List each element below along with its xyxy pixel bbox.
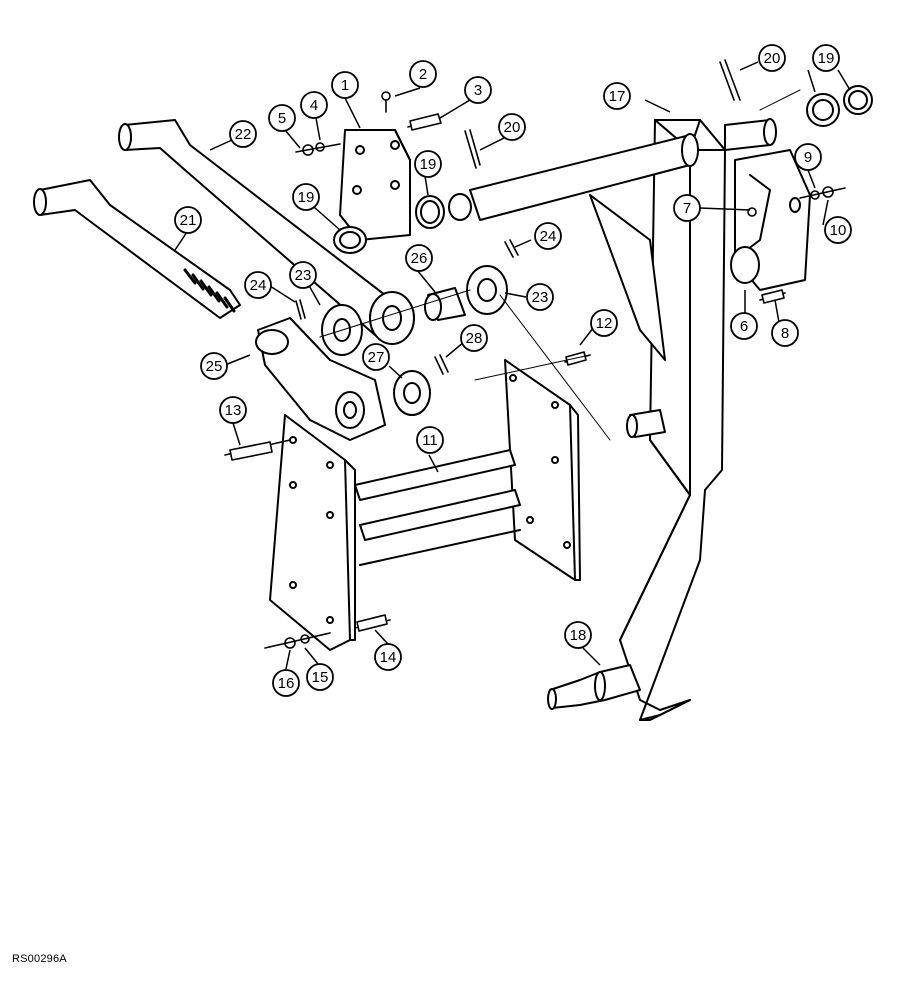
callout-28: 28: [460, 324, 488, 352]
svg-text:18: 18: [570, 627, 587, 644]
svg-text:15: 15: [312, 669, 329, 686]
callout-12: 12: [590, 309, 618, 337]
spindle-stub-part-18: [547, 664, 641, 710]
svg-text:25: 25: [206, 358, 223, 375]
svg-text:9: 9: [804, 149, 812, 166]
svg-text:19: 19: [298, 189, 315, 206]
svg-text:13: 13: [225, 402, 242, 419]
callout-25: 25: [200, 352, 228, 380]
callout-13: 13: [219, 396, 247, 424]
callout-26: 26: [405, 244, 433, 272]
callout-19-left: 19: [292, 183, 320, 211]
svg-text:11: 11: [422, 432, 438, 449]
seal-rings-part-19: [333, 85, 873, 254]
callout-10: 10: [824, 216, 852, 244]
svg-text:27: 27: [368, 349, 385, 366]
svg-text:23: 23: [532, 289, 549, 306]
callout-23-left: 23: [289, 261, 317, 289]
callout-8: 8: [771, 319, 799, 347]
svg-text:5: 5: [278, 110, 286, 127]
callout-24-left: 24: [244, 271, 272, 299]
svg-text:21: 21: [180, 212, 197, 229]
svg-text:4: 4: [310, 97, 318, 114]
callout-11: 11: [416, 426, 444, 454]
svg-text:12: 12: [596, 315, 613, 332]
svg-text:17: 17: [609, 88, 626, 105]
leader-lines: [174, 61, 851, 670]
callout-3: 3: [464, 76, 492, 104]
svg-text:3: 3: [474, 82, 482, 99]
callout-17: 17: [603, 82, 631, 110]
callout-22: 22: [229, 120, 257, 148]
callout-6: 6: [730, 312, 758, 340]
callout-23-right: 23: [526, 283, 554, 311]
callout-15: 15: [306, 663, 334, 691]
washer-part-27: [393, 370, 431, 416]
svg-text:23: 23: [295, 267, 312, 284]
callout-20-right: 20: [758, 44, 786, 72]
svg-text:26: 26: [411, 250, 428, 267]
callout-20-center: 20: [498, 113, 526, 141]
callout-5: 5: [268, 104, 296, 132]
callout-18: 18: [564, 621, 592, 649]
svg-text:14: 14: [380, 649, 397, 666]
svg-text:28: 28: [466, 330, 483, 347]
svg-text:20: 20: [504, 119, 521, 136]
svg-text:19: 19: [420, 156, 437, 173]
callout-24-right: 24: [534, 222, 562, 250]
callout-19-center: 19: [414, 150, 442, 178]
callout-7: 7: [673, 194, 701, 222]
svg-text:2: 2: [419, 66, 427, 83]
callout-14: 14: [374, 643, 402, 671]
figure-id-label: RS00296A: [12, 953, 67, 965]
center-lines: [319, 89, 801, 441]
frame-bracket-part-11: [269, 359, 581, 651]
svg-text:6: 6: [740, 318, 748, 335]
svg-text:22: 22: [235, 126, 252, 143]
callout-2: 2: [409, 60, 437, 88]
tie-rod-eye: [369, 291, 415, 345]
callout-16: 16: [272, 669, 300, 697]
svg-text:16: 16: [278, 675, 295, 692]
callout-27: 27: [362, 343, 390, 371]
svg-text:1: 1: [341, 77, 349, 94]
upper-pivot-tube: [469, 118, 777, 221]
arm-pin: [626, 409, 666, 438]
callout-4: 4: [300, 91, 328, 119]
svg-text:19: 19: [818, 50, 835, 67]
callout-9: 9: [794, 143, 822, 171]
thrust-washer-part-23-right: [466, 265, 508, 315]
callout-21: 21: [174, 206, 202, 234]
link-plate-part-1: [339, 129, 411, 241]
svg-text:7: 7: [683, 200, 691, 217]
stop-bracket-part-6: [730, 149, 811, 291]
ball-joint-part-25: [255, 317, 386, 441]
steering-rod-part-21: [33, 179, 241, 319]
callout-19-right: 19: [812, 44, 840, 72]
callout-1: 1: [331, 71, 359, 99]
svg-text:20: 20: [764, 50, 781, 67]
svg-text:8: 8: [781, 325, 789, 342]
svg-text:24: 24: [250, 277, 267, 294]
hardware: [224, 59, 846, 649]
svg-text:24: 24: [540, 228, 557, 245]
svg-text:10: 10: [830, 222, 847, 239]
